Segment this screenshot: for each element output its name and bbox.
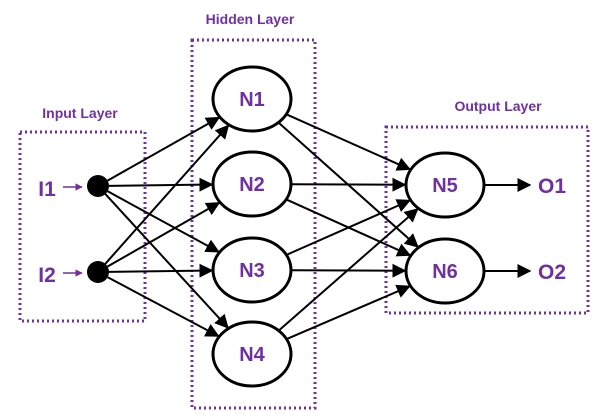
output-node-n6-label: N6 — [432, 261, 458, 283]
edge-n4-n5 — [278, 208, 419, 331]
output-label-o1: O1 — [538, 175, 566, 198]
output-layer-label: Output Layer — [454, 98, 542, 114]
hidden-node-n4: N4 — [211, 320, 293, 388]
edge-i2-n2 — [107, 201, 221, 268]
edge-i2-n1 — [104, 124, 230, 265]
hidden-node-n4-label: N4 — [239, 344, 265, 366]
edge-n1-n5 — [286, 113, 412, 171]
hidden-node-n1-label: N1 — [239, 89, 265, 111]
hidden-node-n3: N3 — [211, 236, 293, 304]
input-layer-box — [18, 130, 147, 323]
input-label-i1: I1 — [38, 178, 56, 201]
edge-i2-n4 — [107, 276, 220, 337]
edge-i1-n1 — [107, 116, 221, 182]
input-node-i1 — [87, 175, 109, 197]
hidden-node-n2-label: N2 — [239, 174, 265, 196]
hidden-node-n3-label: N3 — [239, 260, 265, 282]
output-node-n5: N5 — [404, 151, 486, 219]
edge-n2-n5 — [291, 177, 407, 192]
input-layer-label: Input Layer — [42, 105, 118, 121]
edge-i2-n3 — [108, 263, 214, 278]
output-node-n5-label: N5 — [432, 175, 458, 197]
edge-i1-n4 — [104, 193, 229, 329]
output-layer-box — [384, 125, 590, 315]
hidden-node-n1: N1 — [211, 65, 293, 133]
edge-i1-n3 — [107, 190, 220, 253]
hidden-layer-label: Hidden Layer — [206, 11, 295, 27]
output-label-o2: O2 — [538, 261, 566, 284]
input-label-i2: I2 — [38, 264, 56, 287]
hidden-node-n2: N2 — [211, 150, 293, 218]
output-node-n6: N6 — [404, 237, 486, 305]
edge-n4-n6 — [287, 284, 411, 340]
input-node-i2 — [87, 261, 109, 283]
edge-i1-n2 — [108, 177, 214, 192]
connection-edges — [104, 113, 532, 340]
edge-n3-n5 — [286, 199, 411, 256]
hidden-layer-box — [190, 38, 317, 410]
